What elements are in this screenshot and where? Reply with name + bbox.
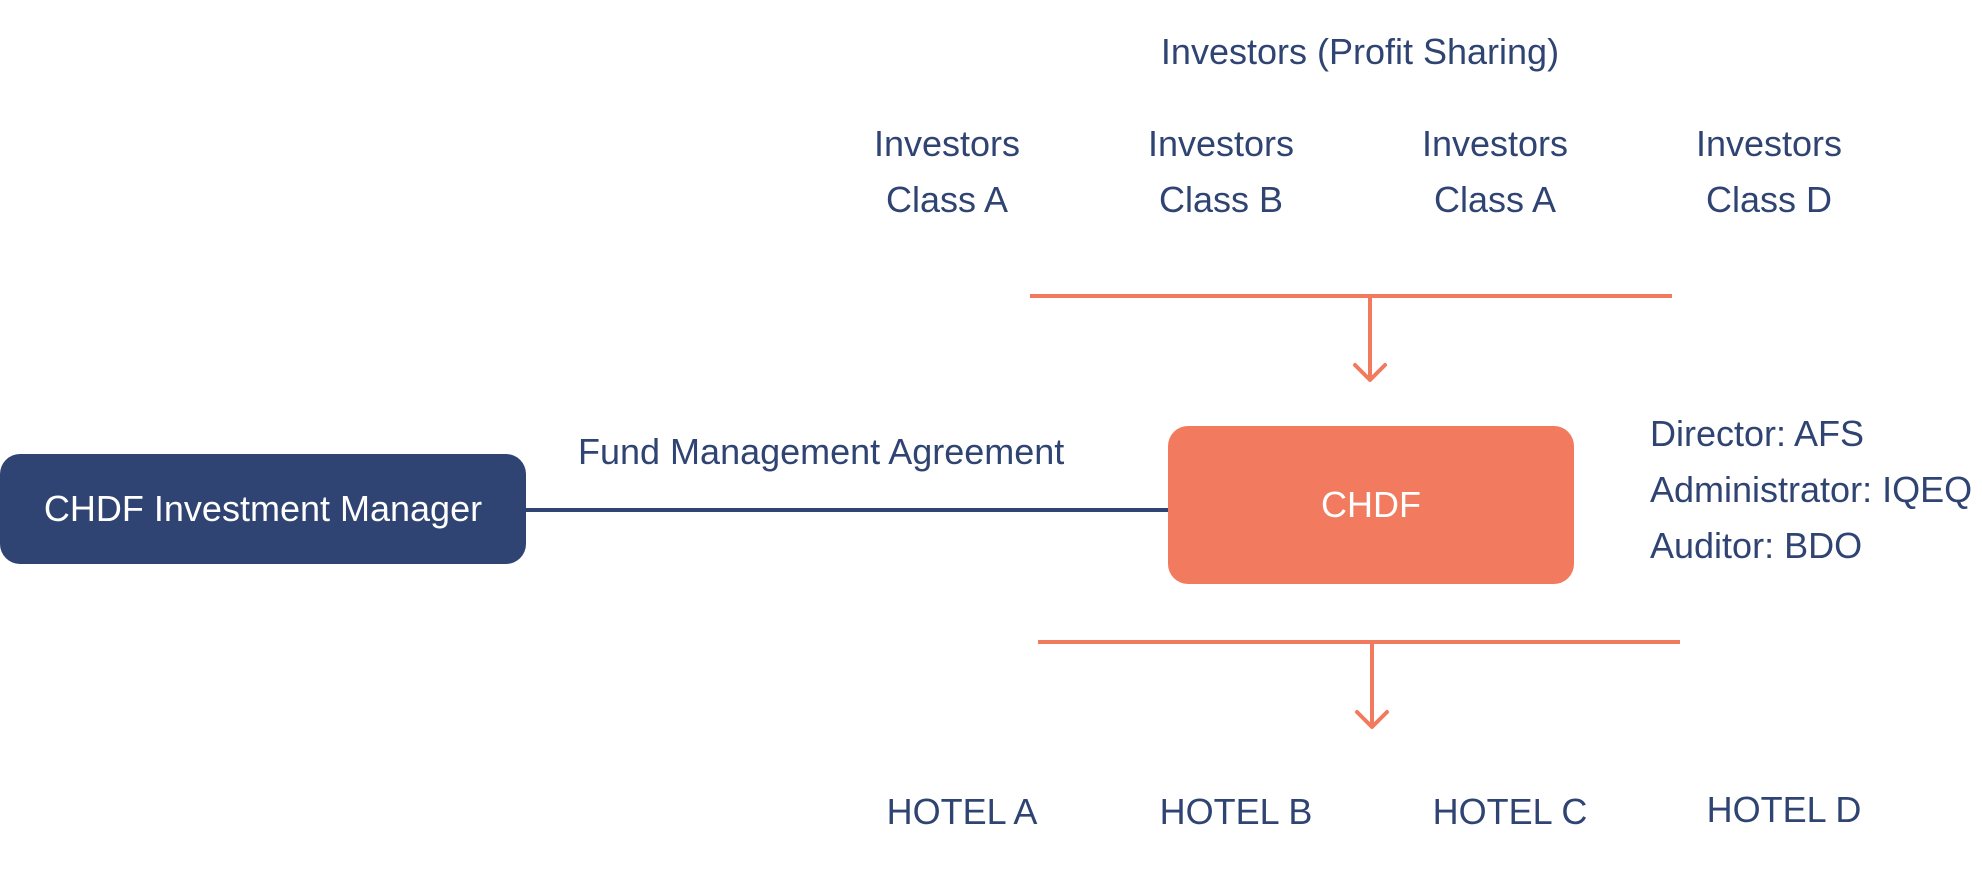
investor-class-1-line1: Investors <box>873 123 1021 164</box>
investor-class-4-line1: Investors <box>1695 123 1843 164</box>
investor-class-2-line2: Class B <box>1158 179 1284 220</box>
service-provider-auditor: Auditor: BDO <box>1650 525 1863 566</box>
investor-class-1: Investors Class A <box>847 116 1047 228</box>
hotel-d: HOTEL D <box>1706 789 1862 830</box>
hotel-a: HOTEL A <box>886 791 1038 832</box>
chdf-fund-label: CHDF <box>1321 484 1421 525</box>
investor-class-3-line1: Investors <box>1421 123 1569 164</box>
investor-class-2-line1: Investors <box>1147 123 1295 164</box>
hotel-b: HOTEL B <box>1159 791 1313 832</box>
service-provider-director: Director: AFS <box>1650 413 1865 454</box>
investor-class-1-line2: Class A <box>885 179 1009 220</box>
investment-manager-box: CHDF Investment Manager <box>0 454 526 564</box>
investor-class-3: Investors Class A <box>1395 116 1595 228</box>
service-providers: Director: AFS Administrator: IQEQ Audito… <box>1650 406 1972 574</box>
fund-management-agreement-label: Fund Management Agreement <box>578 431 1065 472</box>
service-provider-administrator: Administrator: IQEQ <box>1650 469 1973 510</box>
investment-manager-label: CHDF Investment Manager <box>43 488 483 529</box>
chdf-fund-box: CHDF <box>1168 426 1574 584</box>
investor-class-3-line2: Class A <box>1433 179 1557 220</box>
investors-arrow-head <box>1353 363 1387 382</box>
investor-class-4-line2: Class D <box>1705 179 1833 220</box>
investor-class-2: Investors Class B <box>1121 116 1321 228</box>
investors-title: Investors (Profit Sharing) <box>1160 31 1560 72</box>
hotels-arrow-head <box>1355 710 1389 729</box>
hotel-c: HOTEL C <box>1432 791 1588 832</box>
investor-class-4: Investors Class D <box>1669 116 1869 228</box>
